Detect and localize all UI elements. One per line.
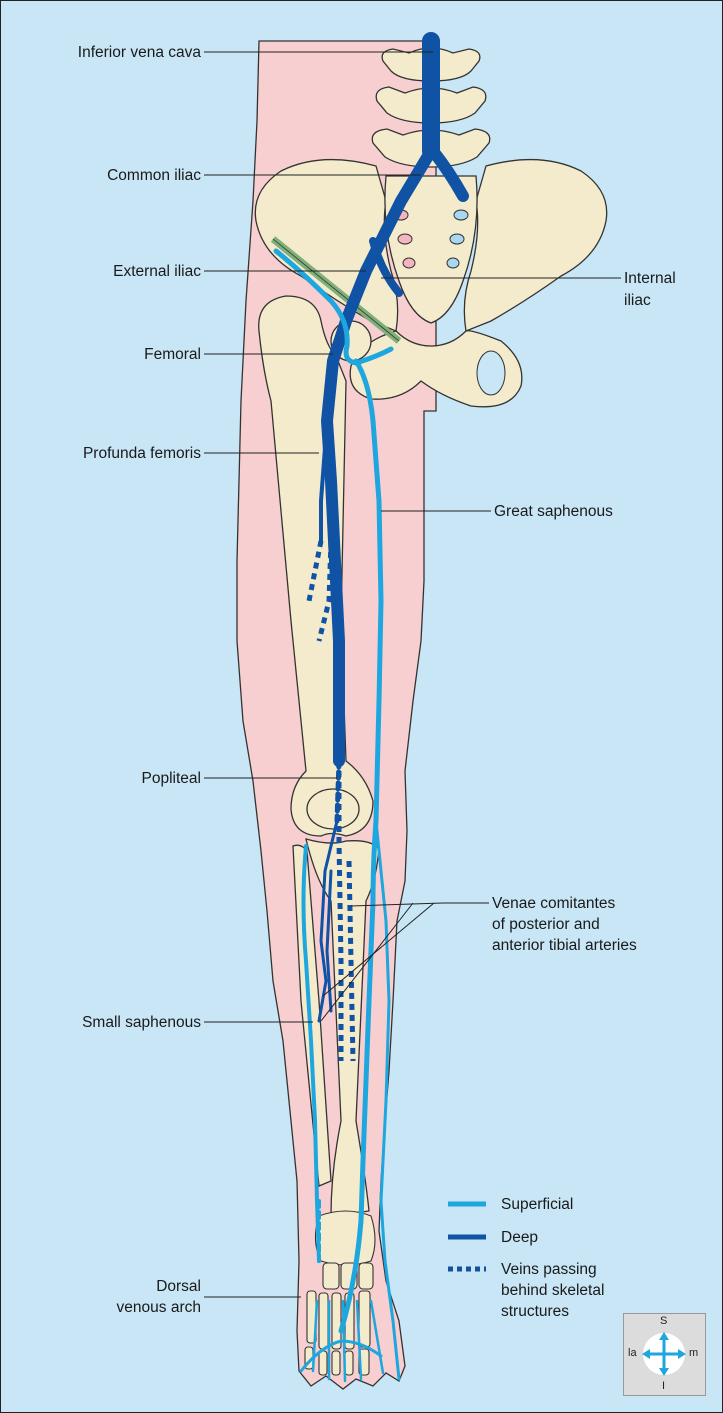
legend-superficial-label: Superficial [501, 1195, 573, 1214]
compass-lateral: la [628, 1347, 637, 1359]
label-internal-iliac-1: Internal [624, 269, 676, 288]
label-femoral: Femoral [41, 345, 201, 364]
label-small-saphenous: Small saphenous [41, 1013, 201, 1032]
label-dorsal-1: Dorsal [41, 1277, 201, 1296]
label-internal-iliac-2: iliac [624, 291, 651, 310]
label-profunda-femoris: Profunda femoris [41, 444, 201, 463]
compass-inferior: I [662, 1380, 665, 1392]
label-dorsal-2: venous arch [41, 1298, 201, 1317]
orientation-compass: S I la m [623, 1313, 706, 1396]
label-venae-comitantes-2: of posterior and [492, 915, 600, 934]
label-great-saphenous: Great saphenous [494, 502, 613, 521]
label-external-iliac: External iliac [41, 262, 201, 281]
label-popliteal: Popliteal [41, 769, 201, 788]
label-common-iliac: Common iliac [41, 166, 201, 185]
label-inferior-vena-cava: Inferior vena cava [41, 43, 201, 62]
legend-behind-label-2: behind skeletal [501, 1281, 604, 1300]
label-venae-comitantes-1: Venae comitantes [492, 894, 615, 913]
legend-behind-label-1: Veins passing [501, 1260, 597, 1279]
compass-superior: S [660, 1315, 667, 1327]
legend-behind-label-3: structures [501, 1302, 569, 1321]
compass-medial: m [689, 1347, 698, 1359]
legend-deep-label: Deep [501, 1228, 538, 1247]
label-venae-comitantes-3: anterior tibial arteries [492, 936, 637, 955]
